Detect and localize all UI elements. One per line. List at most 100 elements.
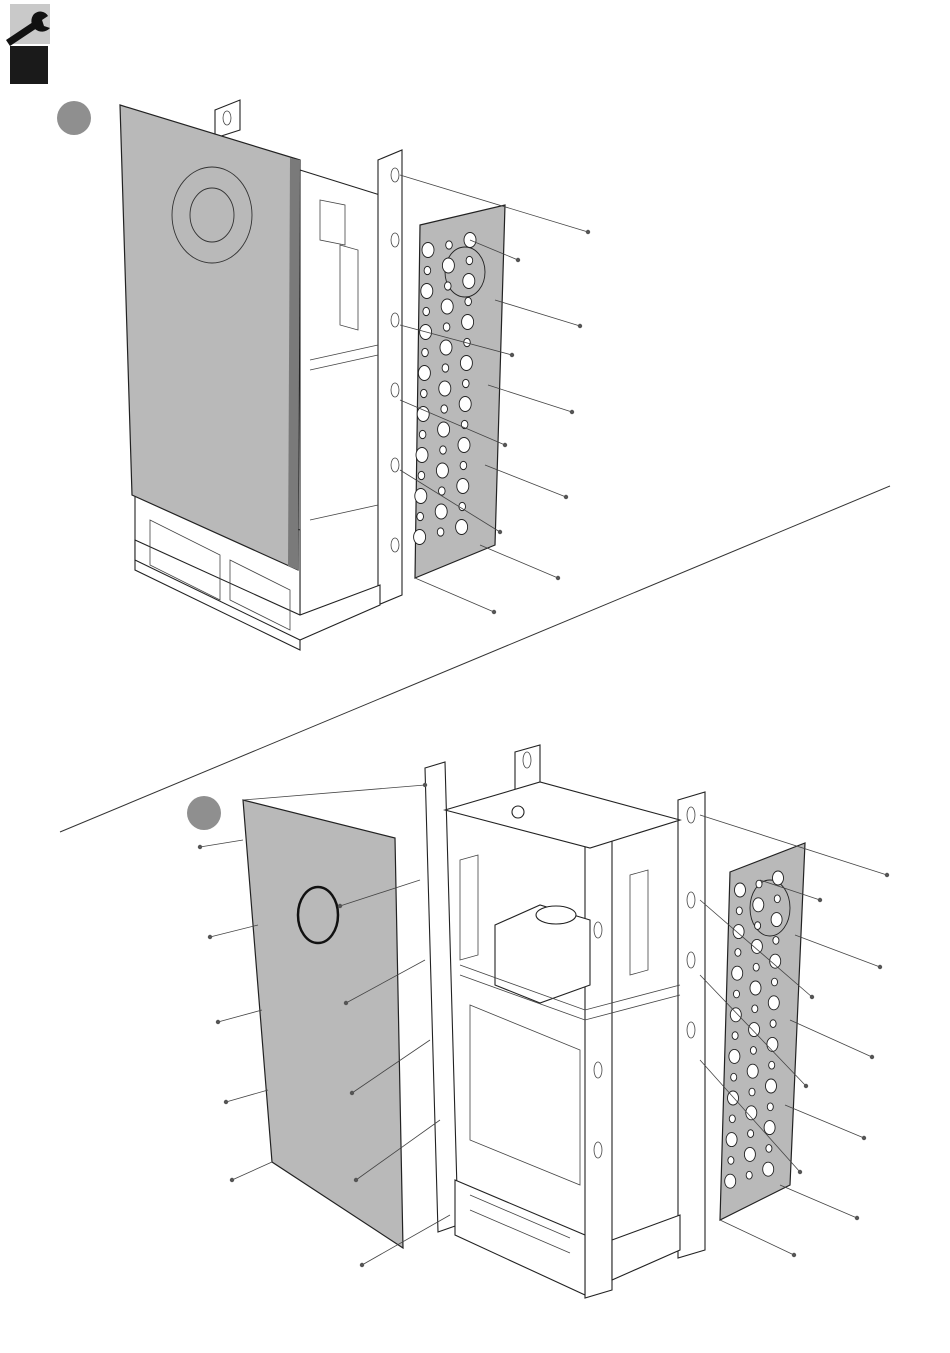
leader-line (785, 1105, 864, 1138)
perforation-hole (456, 520, 468, 535)
perforation-hole (463, 379, 470, 387)
perforation-hole (422, 243, 434, 258)
perforation-hole (733, 990, 739, 998)
header-icons (6, 4, 50, 84)
screw-icon (208, 935, 212, 939)
perforation-hole (459, 502, 466, 510)
screw-icon (423, 783, 427, 787)
perforation-hole (744, 1147, 755, 1161)
step-1-perforated-panel (414, 205, 505, 578)
perforation-hole (749, 1023, 760, 1037)
leader-line (200, 840, 243, 847)
perforation-hole (419, 430, 426, 438)
perforation-hole (753, 963, 759, 971)
screw-icon (556, 576, 560, 580)
perforation-hole (735, 883, 746, 897)
perforation-hole (460, 461, 467, 469)
perforation-hole (437, 528, 444, 536)
black-square-badge (10, 46, 48, 84)
perforation-hole (423, 307, 430, 315)
leader-line (415, 578, 494, 612)
perforation-hole (732, 1032, 738, 1040)
leader-line (480, 545, 558, 578)
screw-icon (216, 1020, 220, 1024)
leader-line (232, 1162, 272, 1180)
screw-icon (498, 530, 502, 534)
leader-line (226, 1090, 268, 1102)
screw-icon (338, 904, 342, 908)
perforation-hole (439, 487, 446, 495)
step-2-badge (187, 796, 221, 830)
perforation-hole (443, 323, 450, 331)
perforation-hole (756, 880, 762, 888)
perforation-hole (763, 1162, 774, 1176)
perforation-hole (753, 898, 764, 912)
perforation-hole (749, 1088, 755, 1096)
perforation-hole (746, 1171, 752, 1179)
perforation-hole (462, 315, 474, 330)
perforation-hole (418, 366, 430, 381)
perforation-hole (441, 299, 453, 314)
perforation-hole (747, 1064, 758, 1078)
screw-icon (350, 1091, 354, 1095)
screw-icon (354, 1178, 358, 1182)
leader-line (218, 1010, 262, 1022)
step-1-side-panel (120, 105, 300, 570)
screw-icon (230, 1178, 234, 1182)
perforation-hole (460, 356, 472, 371)
perforation-hole (748, 1130, 754, 1138)
screw-icon (810, 995, 814, 999)
perforation-hole (767, 1103, 773, 1111)
screw-icon (492, 610, 496, 614)
perforation-hole (440, 446, 447, 454)
leader-line (780, 1185, 857, 1218)
screw-icon (578, 324, 582, 328)
leader-line (243, 785, 425, 800)
screw-icon (818, 898, 822, 902)
screw-icon (510, 353, 514, 357)
perforation-hole (459, 397, 471, 412)
perforation-hole (750, 1047, 756, 1055)
leader-line (488, 385, 572, 412)
perforation-hole (465, 297, 472, 305)
perforation-hole (466, 256, 473, 264)
perforation-hole (769, 1061, 775, 1069)
perforation-hole (726, 1133, 737, 1147)
step-2-chassis (425, 745, 705, 1298)
perforation-hole (417, 512, 424, 520)
screw-icon (564, 495, 568, 499)
perforation-hole (445, 282, 452, 290)
perforation-hole (729, 1115, 735, 1123)
screw-icon (224, 1100, 228, 1104)
perforation-hole (436, 463, 448, 478)
perforation-hole (735, 949, 741, 957)
leader-line (795, 935, 880, 967)
step-1-illustration (57, 100, 590, 650)
screw-icon (586, 230, 590, 234)
perforation-hole (728, 1157, 734, 1165)
screw-icon (570, 410, 574, 414)
perforation-hole (770, 1020, 776, 1028)
screw-icon (360, 1263, 364, 1267)
perforation-hole (750, 981, 761, 995)
screw-icon (855, 1216, 859, 1220)
screw-icon (870, 1055, 874, 1059)
perforation-hole (414, 530, 426, 545)
leader-line (495, 300, 580, 326)
perforation-hole (752, 1005, 758, 1013)
perforation-hole (729, 1049, 740, 1063)
perforation-hole (421, 389, 428, 397)
perforation-hole (770, 954, 781, 968)
leader-line (720, 1220, 794, 1255)
perforation-hole (768, 996, 779, 1010)
perforation-hole (424, 266, 431, 274)
perforation-hole (416, 448, 428, 463)
perforation-hole (766, 1079, 777, 1093)
screw-icon (503, 443, 507, 447)
perforation-hole (417, 407, 429, 422)
perforation-hole (725, 1174, 736, 1188)
screw-icon (792, 1253, 796, 1257)
perforation-hole (463, 274, 475, 289)
perforation-hole (439, 381, 451, 396)
